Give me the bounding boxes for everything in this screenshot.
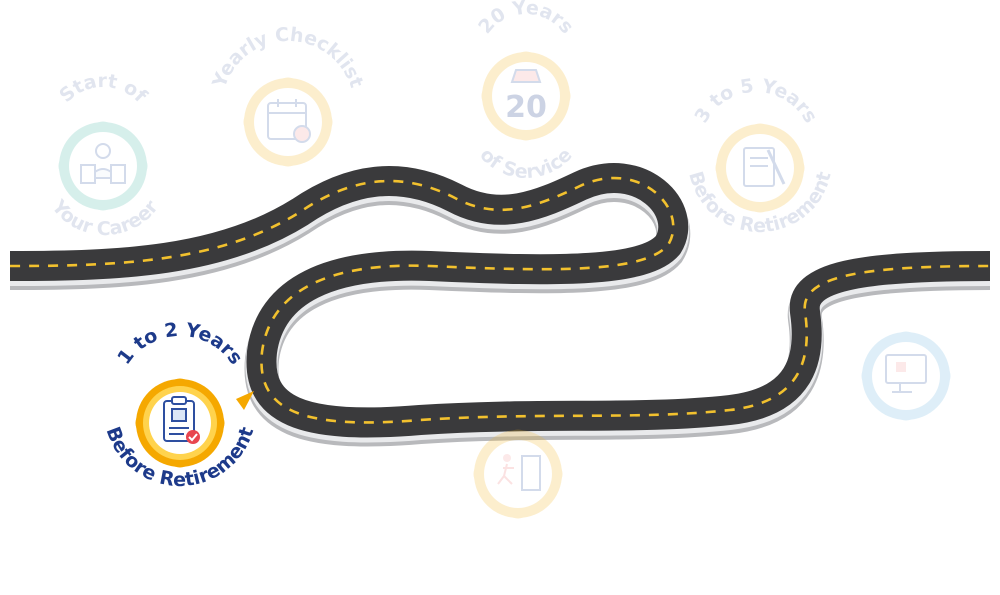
milestone-label-top: 20 Years: [474, 0, 578, 38]
milestone-start[interactable]: Start of Your Career: [47, 70, 163, 240]
computer-money-icon: [885, 354, 927, 393]
current-position-pointer: [236, 391, 254, 410]
milestone-finance[interactable]: [857, 327, 956, 426]
badge-ring: [473, 429, 563, 519]
milestone-label-top: 3 to 5 Years: [690, 75, 821, 127]
milestone-label-top: 1 to 2 Years: [113, 319, 247, 369]
badge-ring: [243, 77, 333, 167]
career-person-icon: [80, 143, 126, 184]
badge-ring: [481, 51, 571, 141]
milestone-three-five[interactable]: 3 to 5 Years Before Retirement: [684, 75, 836, 237]
milestone-yearly[interactable]: Yearly Checklist: [208, 24, 368, 172]
badge-ring: [58, 121, 148, 211]
milestone-twenty[interactable]: 20 20 Years of Service: [474, 0, 578, 183]
milestone-one-two[interactable]: 1 to 2 Years Before Retirement: [102, 319, 259, 491]
calendar-checklist-icon: [267, 99, 311, 143]
badge-ring: [715, 123, 805, 213]
milestone-exit[interactable]: [469, 425, 568, 524]
milestone-label-top: Start of: [55, 70, 151, 108]
badge-number: 20: [505, 90, 547, 125]
milestone-label-bottom: of Service: [475, 144, 576, 183]
clipboard-check-icon: [163, 396, 200, 444]
firefighter-badge-icon: [510, 69, 542, 83]
running-exit-icon: [497, 454, 541, 491]
document-pen-icon: [743, 147, 786, 187]
badge-ring: [861, 331, 951, 421]
